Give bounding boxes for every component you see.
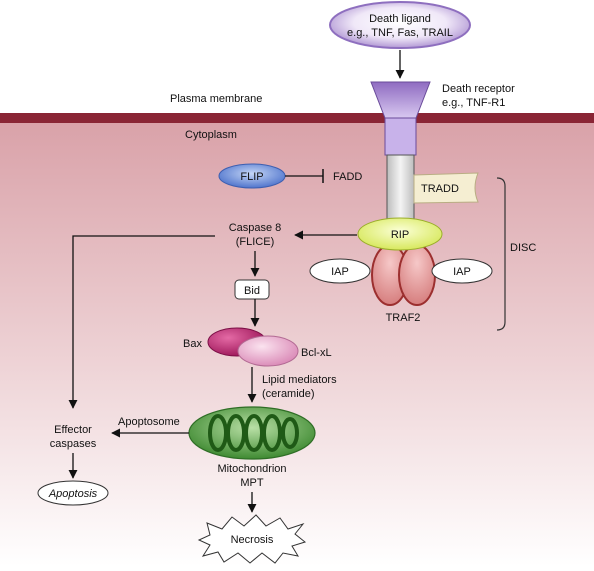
tradd-shape bbox=[413, 172, 479, 204]
death-ligand-examples: e.g., TNF, Fas, TRAIL bbox=[347, 27, 453, 39]
iap-left-label: IAP bbox=[331, 266, 349, 278]
mpt-label: MPT bbox=[240, 477, 264, 489]
death-ligand-shape bbox=[329, 1, 471, 49]
disc-bracket bbox=[496, 177, 506, 331]
death-receptor-top bbox=[370, 81, 431, 119]
mitochondrion-label: Mitochondrion bbox=[217, 463, 286, 475]
bclxl-label: Bcl-xL bbox=[301, 347, 332, 359]
caspase8-alias: (FLICE) bbox=[236, 236, 275, 248]
disc-label: DISC bbox=[510, 242, 536, 254]
traf2-right-lobe bbox=[398, 244, 436, 306]
caspase8-label: Caspase 8 bbox=[229, 222, 282, 234]
traf2-label: TRAF2 bbox=[386, 312, 421, 324]
apoptosis-shape bbox=[37, 480, 109, 506]
fadd-label: FADD bbox=[333, 171, 362, 183]
death-receptor-stem bbox=[386, 154, 415, 224]
iap-right-label: IAP bbox=[453, 266, 471, 278]
bid-box bbox=[234, 279, 270, 300]
bid-label: Bid bbox=[244, 285, 260, 297]
cytoplasm-label: Cytoplasm bbox=[185, 129, 237, 141]
bclxl-shape bbox=[237, 335, 299, 367]
tradd-label: TRADD bbox=[421, 183, 459, 195]
iap-left-shape bbox=[309, 258, 371, 284]
caspases-label: caspases bbox=[50, 438, 97, 450]
ceramide-label: (ceramide) bbox=[262, 388, 315, 400]
caspase8-to-effector-arrow bbox=[68, 235, 215, 409]
flip-label: FLIP bbox=[240, 171, 263, 183]
death-ligand-label: Death ligand bbox=[369, 13, 431, 25]
death-receptor-label: Death receptor bbox=[442, 83, 515, 95]
lipid-mediators-label: Lipid mediators bbox=[262, 374, 337, 386]
mitochondrion-cristae bbox=[208, 414, 299, 452]
death-receptor-transmembrane bbox=[384, 117, 417, 156]
effector-label: Effector bbox=[54, 424, 92, 436]
rip-label: RIP bbox=[391, 229, 409, 241]
plasma-membrane-label: Plasma membrane bbox=[170, 93, 262, 105]
iap-right-shape bbox=[431, 258, 493, 284]
apoptosis-label: Apoptosis bbox=[48, 488, 98, 500]
plasma-membrane-band bbox=[0, 113, 594, 123]
bax-label: Bax bbox=[183, 338, 202, 350]
necrosis-burst bbox=[197, 514, 307, 564]
apoptosome-label: Apoptosome bbox=[118, 416, 180, 428]
necrosis-label: Necrosis bbox=[231, 534, 274, 546]
death-receptor-example: e.g., TNF-R1 bbox=[442, 97, 505, 109]
rip-shape bbox=[357, 217, 443, 251]
